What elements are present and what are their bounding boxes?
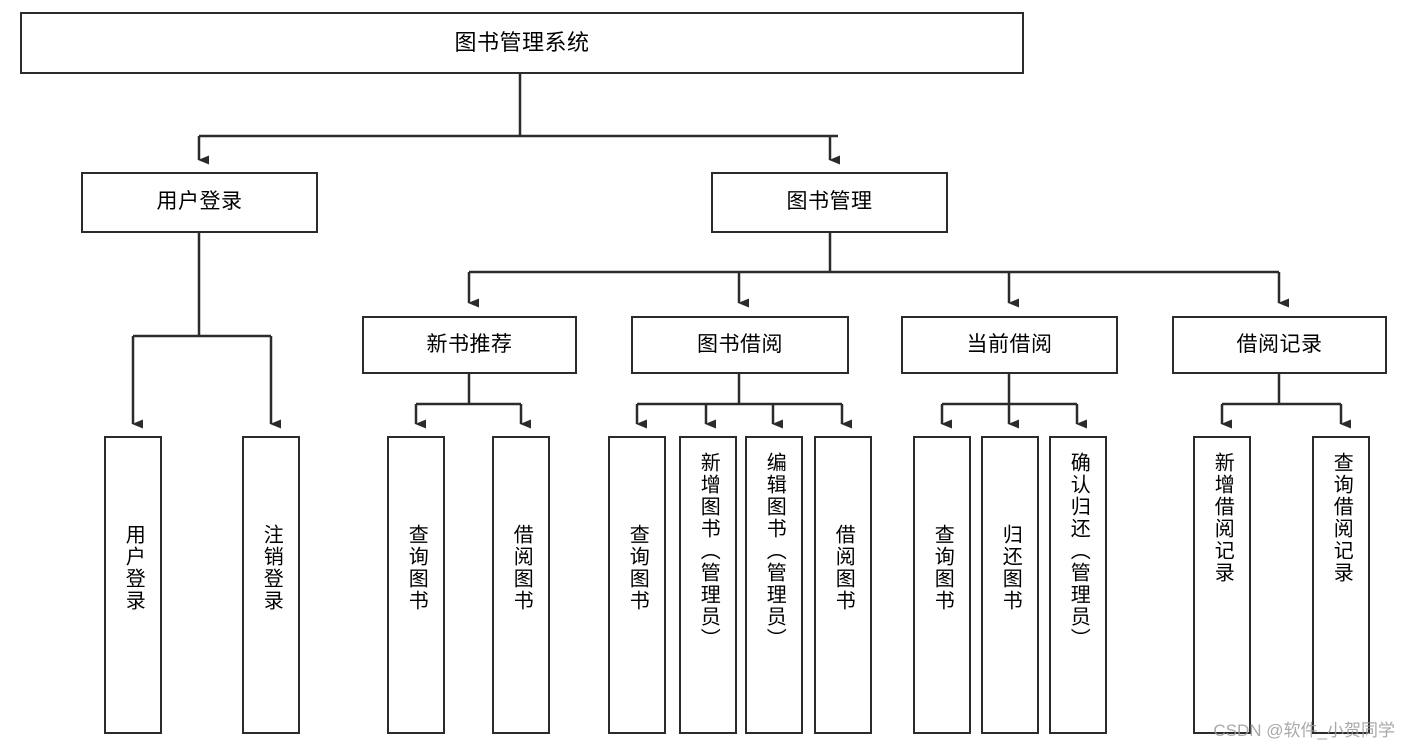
watermark-text: CSDN @软件_小贺同学 [1213,721,1395,740]
node-label: 用户登录 [156,190,243,214]
node-label: 注销登录 [260,524,283,612]
node-label: 图书借阅 [697,332,783,356]
node-label: 借阅记录 [1236,332,1323,356]
node-leaf-confirm-return-admin[interactable]: 确认归还（管理员） [1049,436,1107,734]
node-leaf-edit-book-admin[interactable]: 编辑图书（管理员） [745,436,803,734]
node-leaf-add-book-admin[interactable]: 新增图书（管理员） [679,436,737,734]
node-label: 新书推荐 [426,332,513,356]
node-label: 查询图书 [405,524,428,612]
node-leaf-query-borrow-record[interactable]: 查询借阅记录 [1312,436,1370,734]
node-label: 确认归还（管理员） [1067,452,1090,650]
node-leaf-borrow-book-borrow[interactable]: 借阅图书 [814,436,872,734]
node-new-book-recommend[interactable]: 新书推荐 [362,316,577,374]
node-label: 借阅图书 [510,524,533,612]
node-label: 图书管理系统 [454,30,590,56]
node-borrow-record[interactable]: 借阅记录 [1172,316,1387,374]
node-label: 编辑图书（管理员） [763,452,786,650]
node-label: 用户登录 [122,524,145,612]
node-leaf-query-book-recommend[interactable]: 查询图书 [387,436,445,734]
node-leaf-user-login[interactable]: 用户登录 [104,436,162,734]
node-book-manage[interactable]: 图书管理 [711,172,948,233]
node-label: 新增图书（管理员） [697,452,720,650]
node-user-login[interactable]: 用户登录 [81,172,318,233]
node-label: 归还图书 [999,524,1022,612]
node-root-system[interactable]: 图书管理系统 [20,12,1024,74]
node-leaf-add-borrow-record[interactable]: 新增借阅记录 [1193,436,1251,734]
node-label: 查询图书 [626,524,649,612]
node-leaf-return-book[interactable]: 归还图书 [981,436,1039,734]
node-leaf-query-book-borrow[interactable]: 查询图书 [608,436,666,734]
node-label: 查询图书 [931,524,954,612]
node-leaf-borrow-book-recommend[interactable]: 借阅图书 [492,436,550,734]
node-leaf-logout-login[interactable]: 注销登录 [242,436,300,734]
node-label: 查询借阅记录 [1330,452,1353,584]
node-label: 图书管理 [786,190,873,214]
node-book-borrow[interactable]: 图书借阅 [631,316,849,374]
node-label: 新增借阅记录 [1211,452,1234,584]
node-current-borrow[interactable]: 当前借阅 [901,316,1118,374]
node-leaf-query-book-current[interactable]: 查询图书 [913,436,971,734]
node-label: 借阅图书 [832,524,855,612]
node-label: 当前借阅 [966,332,1053,356]
